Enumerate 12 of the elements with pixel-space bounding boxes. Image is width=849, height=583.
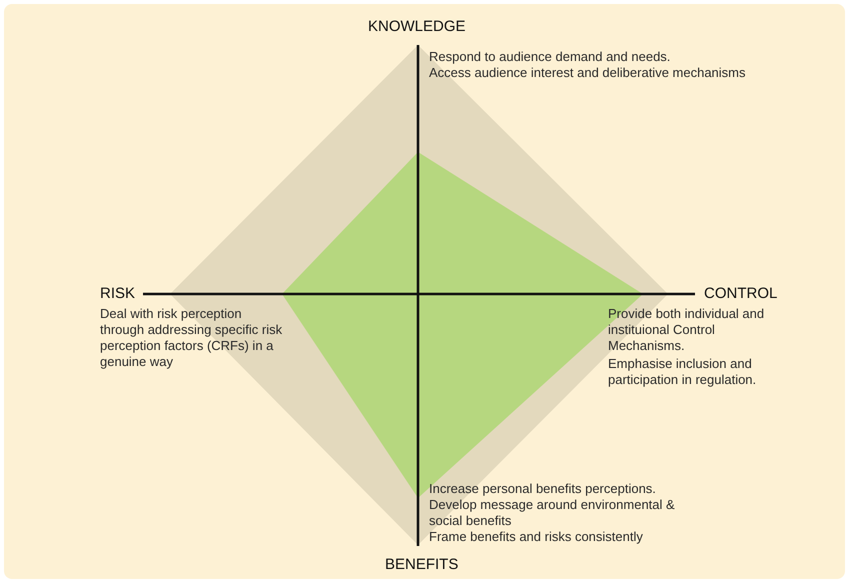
axis-label: KNOWLEDGE: [368, 18, 466, 36]
description-text: Emphasise inclusion and participation in regulation.: [608, 356, 758, 388]
axis-label: RISK: [100, 285, 136, 303]
axis-label: CONTROL: [704, 285, 778, 303]
description-text: Deal with risk perception through addressing specific risk perception factors (CRFs) in a genuine way: [100, 306, 284, 370]
description-text: Provide both individual and instituional Control Mechanisms.: [608, 306, 766, 354]
description-text: Develop message around environmental & social benefits: [429, 497, 676, 529]
description-text: Increase personal benefits perceptions.: [429, 481, 656, 497]
description-text: Respond to audience demand and needs.: [429, 49, 670, 65]
axis-label: BENEFITS: [385, 556, 458, 574]
description-text: Access audience interest and deliberative mechanisms: [429, 65, 746, 81]
description-text: Frame benefits and risks consistently: [429, 529, 643, 545]
